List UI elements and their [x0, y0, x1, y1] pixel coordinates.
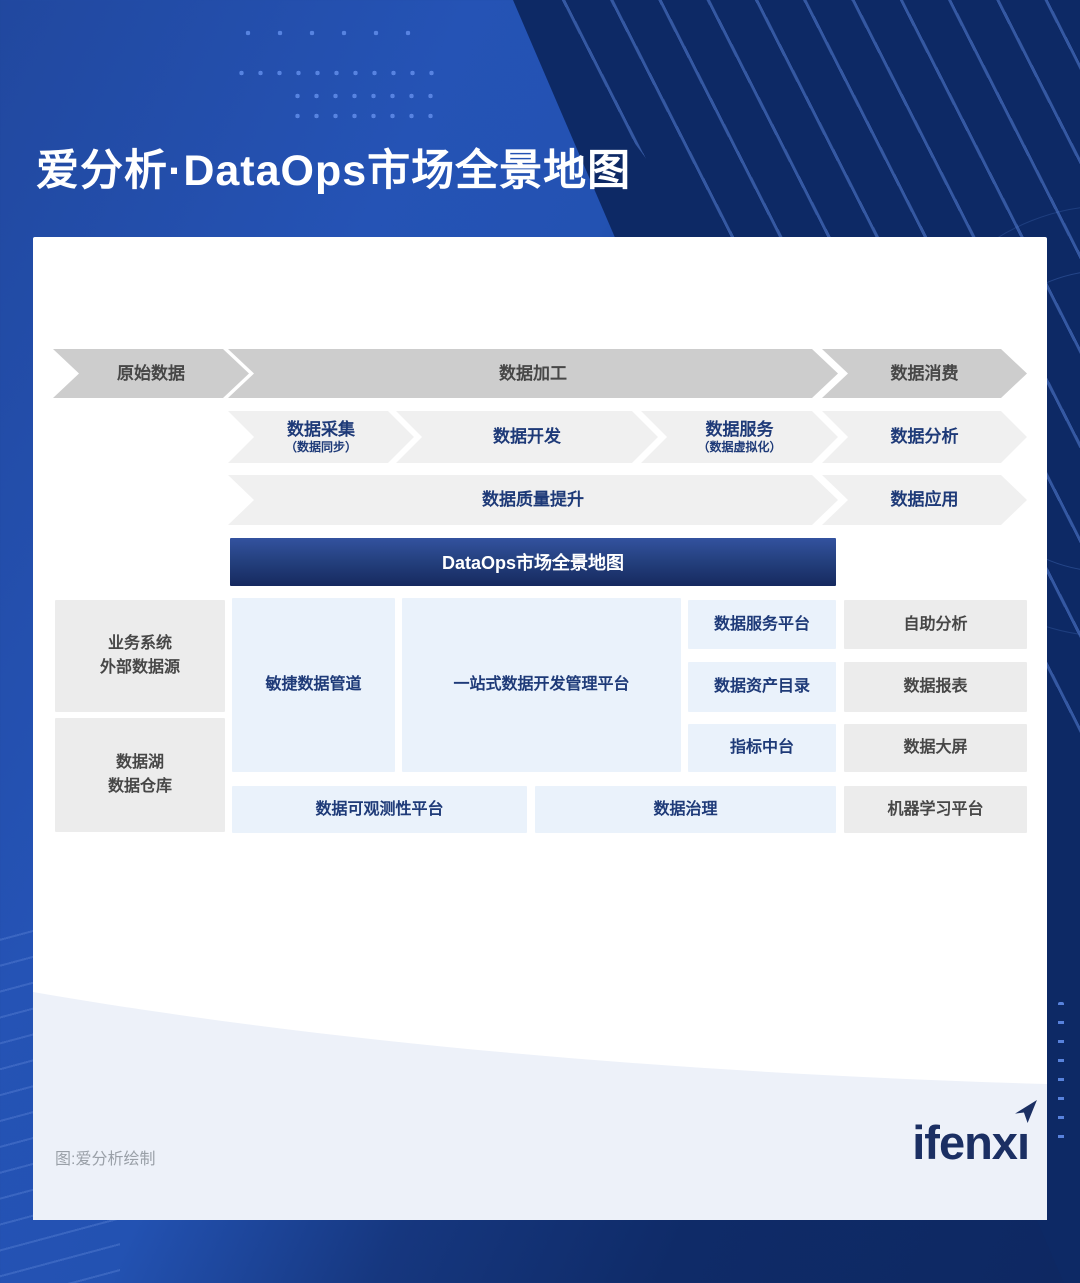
- flow-arrow-data-processing: 数据加工: [228, 349, 838, 398]
- flow-arrow-data-development: 数据开发: [396, 411, 658, 463]
- dot-grid-row: [232, 66, 436, 80]
- arrow-label: 数据加工: [499, 363, 567, 383]
- platform-box-asset-catalog: 数据资产目录: [688, 662, 836, 712]
- arrow-label: 数据消费: [890, 363, 959, 383]
- dot-grid-row: [232, 27, 436, 39]
- box-label-line: 数据仓库: [107, 778, 172, 795]
- logo-arrow-icon: [1015, 1100, 1037, 1123]
- source-box-data-lake-warehouse: 数据湖 数据仓库: [55, 718, 225, 832]
- box-label: 一站式数据开发管理平台: [453, 676, 630, 693]
- flow-arrow-data-quality: 数据质量提升: [228, 475, 838, 525]
- platform-box-one-stop-development: 一站式数据开发管理平台: [402, 598, 681, 772]
- flow-arrow-data-application: 数据应用: [822, 475, 1027, 525]
- box-label: 数据服务平台: [713, 615, 810, 633]
- card-wave-decoration: [33, 992, 1047, 1220]
- platform-box-metrics-hub: 指标中台: [688, 724, 836, 772]
- box-label: 指标中台: [729, 739, 794, 756]
- box-label: 数据报表: [903, 678, 968, 695]
- dot-grid-block: [288, 86, 438, 126]
- consumption-box-data-reports: 数据报表: [844, 662, 1027, 712]
- box-label: 数据资产目录: [713, 678, 810, 695]
- box-label: 敏捷数据管道: [265, 676, 362, 693]
- arrow-label: 数据应用: [890, 490, 959, 510]
- consumption-box-self-service-analysis: 自助分析: [844, 600, 1027, 649]
- platform-box-agile-pipeline: 敏捷数据管道: [232, 598, 395, 772]
- flow-arrow-data-consumption: 数据消费: [822, 349, 1027, 398]
- source-box-business-systems: 业务系统 外部数据源: [55, 600, 225, 712]
- arrow-label: 原始数据: [117, 363, 185, 383]
- consumption-box-machine-learning: 机器学习平台: [844, 786, 1027, 833]
- box-label-line: 数据湖: [115, 754, 164, 771]
- flow-arrow-raw-data: 原始数据: [53, 349, 249, 398]
- platform-box-data-service: 数据服务平台: [688, 600, 836, 649]
- map-title-banner: DataOps市场全景地图: [230, 538, 836, 586]
- page-title: 爱分析·DataOps市场全景地图: [36, 147, 632, 195]
- platform-box-governance: 数据治理: [535, 786, 836, 833]
- flow-arrow-data-service: 数据服务 （数据虚拟化）: [641, 411, 838, 463]
- box-label: 自助分析: [903, 615, 968, 633]
- box-label: 数据可观测性平台: [315, 800, 444, 818]
- logo-last-letter: ı: [1016, 1116, 1030, 1169]
- platform-box-observability: 数据可观测性平台: [232, 786, 527, 833]
- box-label: 机器学习平台: [887, 800, 984, 818]
- arrow-label: 数据分析: [890, 427, 959, 447]
- flow-arrow-data-analysis: 数据分析: [822, 411, 1027, 463]
- box-label-line: 业务系统: [107, 635, 172, 652]
- logo-text: ifenx: [912, 1116, 1018, 1169]
- arrow-label: 数据开发: [493, 427, 561, 447]
- box-label-line: 外部数据源: [99, 659, 180, 676]
- box-label: 数据大屏: [903, 739, 968, 756]
- dotted-column-right: [1058, 1002, 1064, 1154]
- diagram-panel: 原始数据 数据加工 数据消费 数据采集 （数据同步） 数据开发 数据服务 （数据…: [33, 237, 1047, 1220]
- arrow-label: 数据服务: [705, 419, 774, 439]
- arrow-sublabel: （数据虚拟化）: [697, 440, 782, 455]
- flow-arrow-data-collection: 数据采集 （数据同步）: [228, 411, 414, 463]
- box-label: 数据治理: [653, 800, 718, 818]
- source-caption: 图:爱分析绘制: [55, 1151, 156, 1168]
- consumption-box-data-dashboard: 数据大屏: [844, 724, 1027, 772]
- arrow-label: 数据采集: [287, 419, 355, 439]
- arrow-label: 数据质量提升: [482, 490, 584, 510]
- arrow-sublabel: （数据同步）: [284, 440, 357, 455]
